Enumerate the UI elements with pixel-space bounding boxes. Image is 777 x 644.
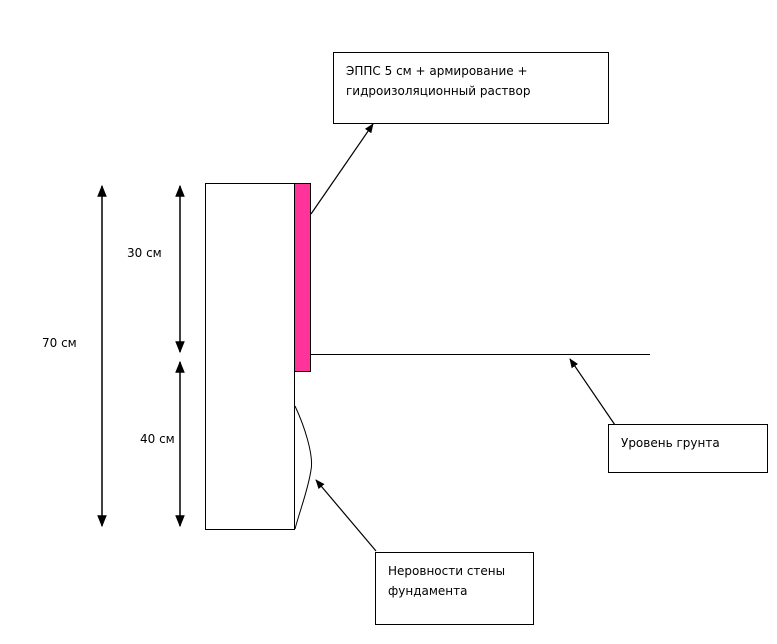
- arrow-unevenness: [315, 479, 377, 552]
- dimension-label-lower: 40 см: [140, 432, 175, 446]
- wall-unevenness-curve: [294, 405, 313, 530]
- callout-unevenness-line1: Неровности стены: [388, 564, 506, 578]
- insulation-layer: [294, 183, 311, 372]
- callout-unevenness: Неровности стены фундамента: [375, 552, 534, 625]
- callout-insulation-line2: гидроизоляционный раствор: [346, 84, 531, 98]
- callout-insulation: ЭППС 5 см + армирование + гидроизоляцион…: [333, 52, 609, 124]
- callout-insulation-line1: ЭППС 5 см + армирование +: [346, 64, 528, 78]
- arrow-ground-level: [569, 358, 616, 426]
- dimension-label-total: 70 см: [42, 336, 77, 350]
- arrow-insulation: [310, 123, 374, 215]
- dimension-label-upper: 30 см: [127, 246, 162, 260]
- foundation-wall: [205, 183, 295, 530]
- callout-ground-level-text: Уровень грунта: [621, 436, 720, 450]
- callout-unevenness-line2: фундамента: [388, 584, 468, 598]
- callout-ground-level: Уровень грунта: [608, 424, 768, 473]
